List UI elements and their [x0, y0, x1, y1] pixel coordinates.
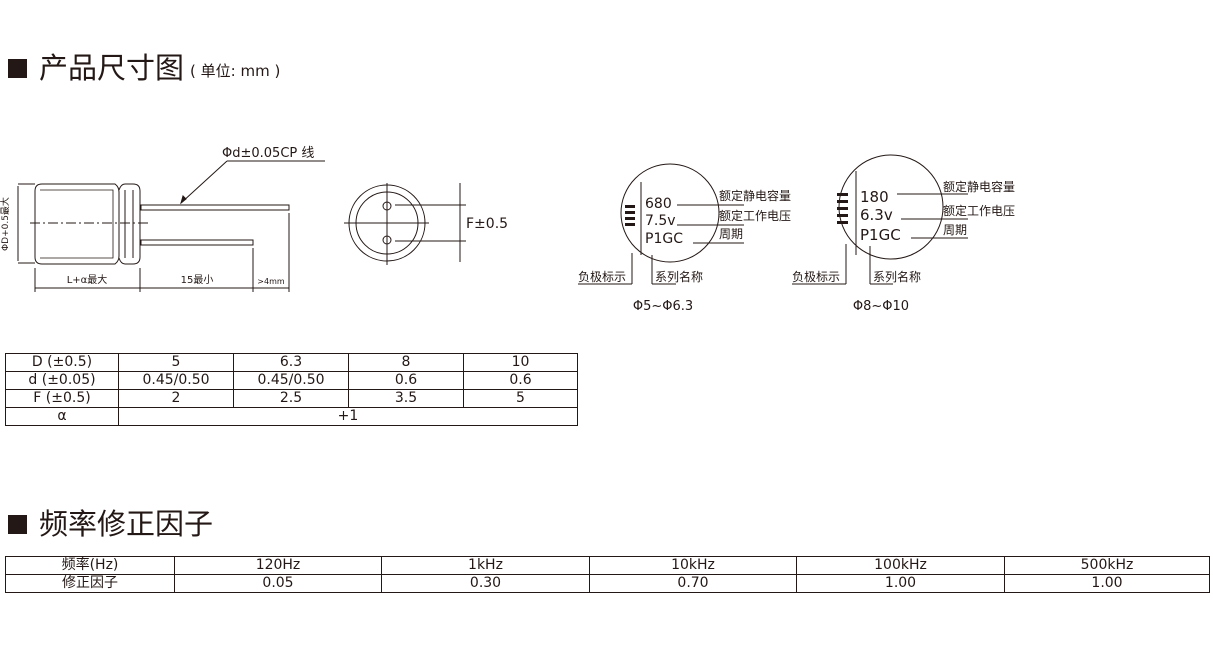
- table-cell: 1kHz: [381, 556, 590, 575]
- row-header: d (±0.05): [5, 371, 119, 390]
- table-cell: 8: [348, 353, 464, 372]
- length-label: L+α最大: [67, 273, 108, 286]
- table-row: d (±0.05) 0.45/0.50 0.45/0.50 0.6 0.6: [5, 371, 578, 390]
- frequency-table: 频率(Hz) 120Hz 1kHz 10kHz 100kHz 500kHz 修正…: [5, 556, 1210, 593]
- bullet-square-icon: [8, 515, 27, 534]
- row-header: D (±0.5): [5, 353, 119, 372]
- section-title: 产品尺寸图: [39, 51, 185, 85]
- table-row: 频率(Hz) 120Hz 1kHz 10kHz 100kHz 500kHz: [5, 556, 1210, 575]
- marking-diagram-large: [792, 154, 968, 285]
- table-cell: 5: [463, 389, 578, 408]
- period-label: 周期: [943, 223, 967, 237]
- size-label: Φ5~Φ6.3: [633, 299, 693, 314]
- bullet-square-icon: [8, 59, 27, 78]
- capacitance-text: 180: [860, 188, 889, 206]
- diameter-label: ΦD+0.5最大: [0, 197, 11, 251]
- capacitance-text: 680: [645, 196, 672, 212]
- series-label: 系列名称: [873, 269, 921, 284]
- period-label: 周期: [719, 227, 743, 241]
- row-header: 修正因子: [5, 574, 175, 593]
- table-cell: 3.5: [348, 389, 464, 408]
- row-header: F (±0.5): [5, 389, 119, 408]
- table-cell: 2.5: [233, 389, 349, 408]
- table-cell: 0.05: [174, 574, 382, 593]
- table-cell: 500kHz: [1004, 556, 1210, 575]
- code-text: P1GC: [860, 226, 901, 244]
- lead-length-label: 15最小: [181, 274, 214, 286]
- table-cell: 2: [118, 389, 234, 408]
- table-cell: 1.00: [796, 574, 1005, 593]
- table-cell: 0.70: [589, 574, 797, 593]
- table-cell: 0.30: [381, 574, 590, 593]
- table-row: F (±0.5) 2 2.5 3.5 5: [5, 389, 578, 408]
- table-cell: 5: [118, 353, 234, 372]
- lead-diff-label: >4mm: [257, 277, 285, 286]
- section-heading-dimensions: 产品尺寸图 ( 单位: mm ): [8, 52, 280, 84]
- capacitance-label: 额定静电容量: [719, 188, 791, 203]
- table-cell: 0.6: [348, 371, 464, 390]
- polarity-label: 负极标示: [792, 270, 840, 284]
- table-cell: +1: [118, 407, 578, 426]
- capacitance-label: 额定静电容量: [943, 179, 1015, 194]
- voltage-text: 6.3v: [860, 206, 893, 224]
- table-cell: 0.6: [463, 371, 578, 390]
- lead-label: Φd±0.05CP 线: [222, 146, 314, 161]
- voltage-label: 额定工作电压: [719, 208, 791, 223]
- row-header: α: [5, 407, 119, 426]
- code-text: P1GC: [645, 231, 683, 247]
- series-label: 系列名称: [655, 269, 703, 284]
- capacitor-front-view: [344, 183, 466, 265]
- brand-logo-icon: [625, 205, 635, 226]
- section-heading-frequency: 频率修正因子: [8, 508, 213, 540]
- table-cell: 100kHz: [796, 556, 1005, 575]
- table-cell: 10kHz: [589, 556, 797, 575]
- table-row: D (±0.5) 5 6.3 8 10: [5, 353, 578, 372]
- table-cell: 1.00: [1004, 574, 1210, 593]
- capacitor-side-view: [17, 160, 325, 292]
- section-title: 频率修正因子: [39, 507, 214, 541]
- row-header: 频率(Hz): [5, 556, 175, 575]
- table-cell: 120Hz: [174, 556, 382, 575]
- unit-label: ( 单位: mm ): [190, 62, 281, 80]
- marking-diagram-small: [578, 163, 744, 285]
- brand-logo-icon: [837, 193, 848, 224]
- size-label: Φ8~Φ10: [853, 299, 909, 314]
- table-cell: 0.45/0.50: [118, 371, 234, 390]
- table-cell: 10: [463, 353, 578, 372]
- dimension-table: D (±0.5) 5 6.3 8 10 d (±0.05) 0.45/0.50 …: [5, 353, 578, 426]
- table-cell: 0.45/0.50: [233, 371, 349, 390]
- polarity-label: 负极标示: [578, 270, 626, 284]
- pitch-label: F±0.5: [466, 216, 508, 232]
- table-row: α +1: [5, 407, 578, 426]
- table-cell: 6.3: [233, 353, 349, 372]
- voltage-text: 7.5v: [645, 213, 676, 229]
- table-row: 修正因子 0.05 0.30 0.70 1.00 1.00: [5, 574, 1210, 593]
- voltage-label: 额定工作电压: [943, 203, 1015, 218]
